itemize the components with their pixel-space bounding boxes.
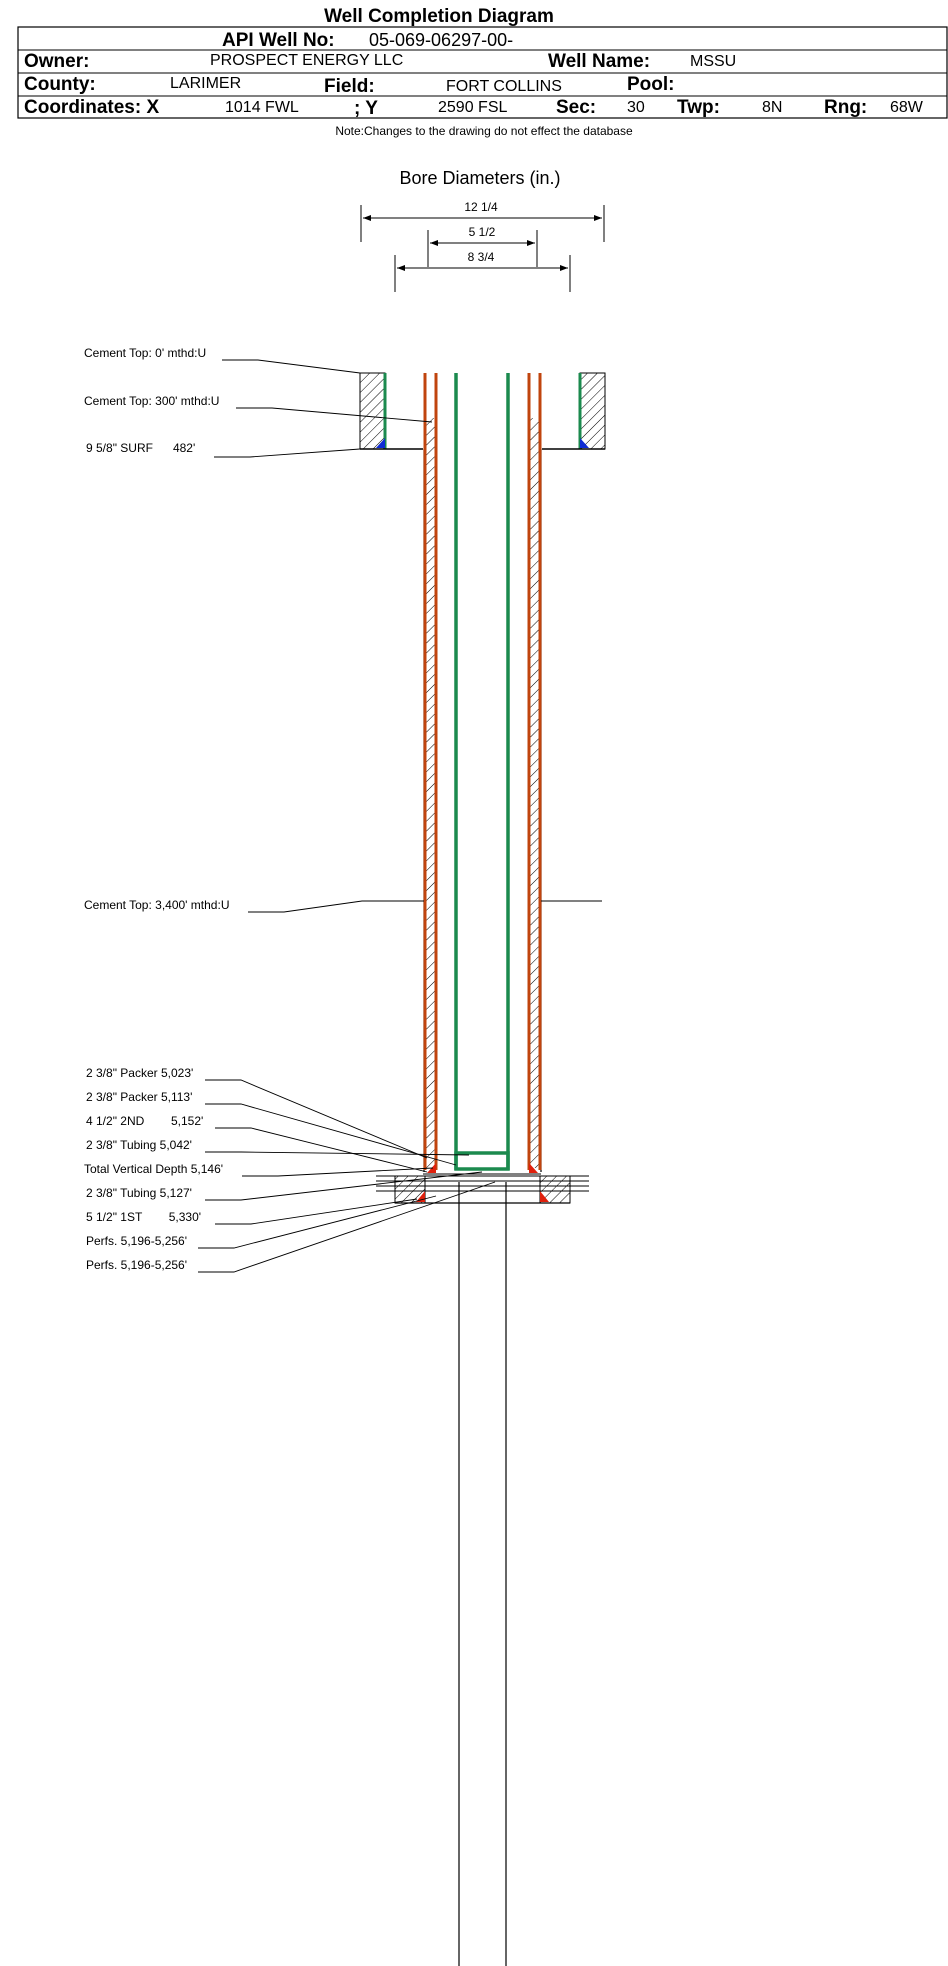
sec-label: Sec: [556,97,596,118]
coords-x-value: 1014 FWL [225,99,299,116]
tubing-5127-label: 2 3/8" Tubing 5,127' [86,1186,192,1200]
owner-value: PROSPECT ENERGY LLC [210,52,403,69]
api-label: API Well No: [222,30,335,51]
packer-assembly [454,1151,510,1171]
sec-value: 30 [627,99,645,116]
county-label: County: [24,74,96,95]
perfs-label-2: Perfs. 5,196-5,256' [86,1258,187,1272]
diagram-title: Well Completion Diagram [324,6,554,27]
twp-value: 8N [762,99,782,116]
open-hole [458,1182,507,1966]
coords-x-label: Coordinates: X [24,97,159,118]
bore-diameters-title: Bore Diameters (in.) [399,168,560,188]
surface-casing [360,373,605,450]
production-casing [423,373,542,1170]
cement-top-300-label: Cement Top: 300' mthd:U [84,394,219,408]
api-value: 05-069-06297-00- [369,30,513,50]
bore-dim-label-1: 12 1/4 [464,200,498,214]
coords-y-value: 2590 FSL [438,99,507,116]
bore-dim-label-2: 5 1/2 [469,225,496,239]
bore-dim-label-3: 8 3/4 [468,250,495,264]
owner-label: Owner: [24,51,89,72]
disclaimer-note: Note:Changes to the drawing do not effec… [335,124,633,138]
bore-dimension-12-1-4 [360,205,605,242]
packer-5113-label: 2 3/8" Packer 5,113' [86,1090,192,1104]
tubing-string [454,373,510,1170]
field-label: Field: [324,76,375,97]
twp-label: Twp: [677,97,720,118]
rng-value: 68W [890,99,924,116]
leader-lines [198,359,602,1273]
cement-top-0-label: Cement Top: 0' mthd:U [84,346,206,360]
well-name-value: MSSU [690,53,736,70]
surface-cement [359,372,606,450]
rng-label: Rng: [824,97,867,118]
county-value: LARIMER [170,75,241,92]
casing-2nd-label: 4 1/2" 2ND 5,152' [86,1114,203,1128]
bottom-hole-cement [394,1175,571,1204]
well-name-label: Well Name: [548,51,650,72]
perfs-label-1: Perfs. 5,196-5,256' [86,1234,187,1248]
coords-y-label: ; Y [354,98,378,119]
bore-dimension-5-1-2 [427,230,538,267]
total-vertical-depth-label: Total Vertical Depth 5,146' [84,1162,223,1176]
bore-dimension-8-3-4 [394,255,571,292]
total-depth-marker [376,1175,589,1204]
cement-top-3400-label: Cement Top: 3,400' mthd:U [84,898,229,912]
field-value: FORT COLLINS [446,78,562,95]
packer-5023-label: 2 3/8" Packer 5,023' [86,1066,193,1080]
surface-casing-label: 9 5/8" SURF 482' [86,441,195,455]
tubing-5042-label: 2 3/8" Tubing 5,042' [86,1138,192,1152]
production-cement [423,418,542,1172]
header-table [17,26,948,119]
pool-label: Pool: [627,74,675,95]
casing-1st-label: 5 1/2" 1ST 5,330' [86,1210,201,1224]
